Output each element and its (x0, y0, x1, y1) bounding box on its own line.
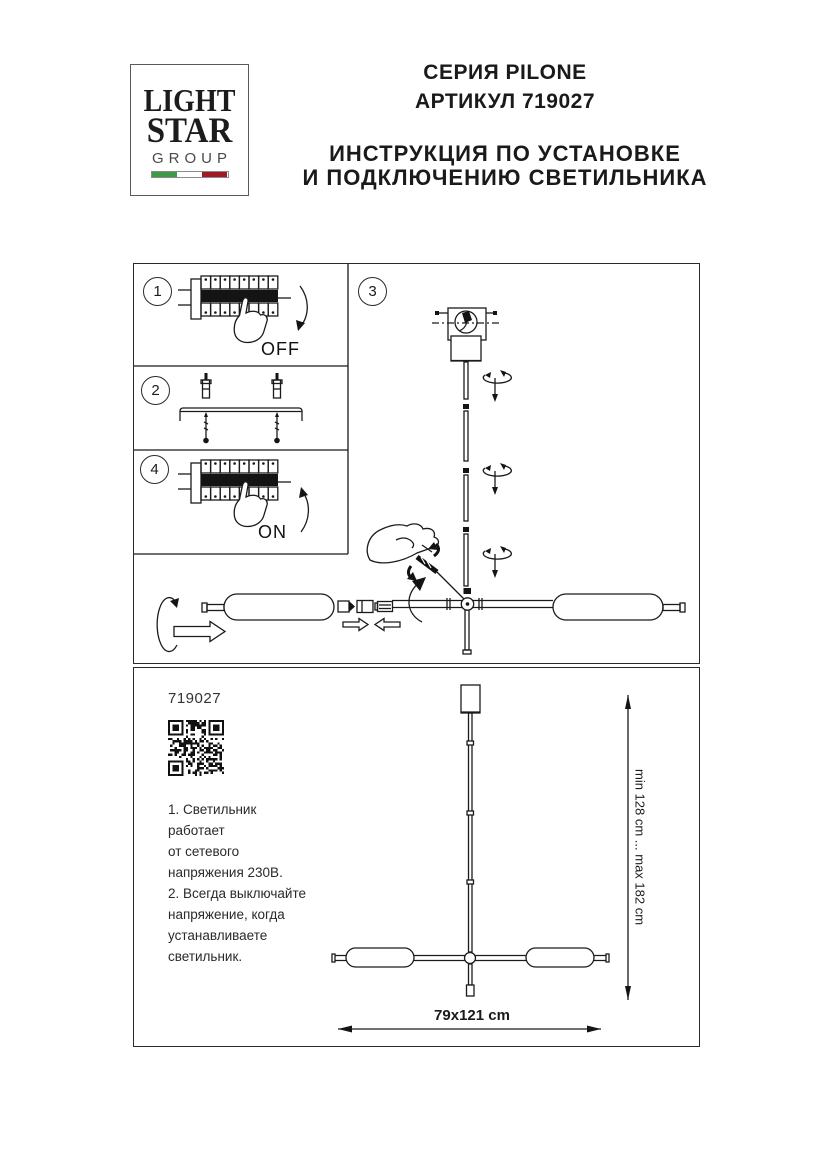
breaker-off-illustration (177, 275, 308, 344)
logo-word-star: STAR (146, 111, 233, 151)
installation-steps-panel: 1 2 4 3 OFF ON (133, 263, 700, 664)
installation-steps-drawing (134, 264, 686, 655)
hand-with-screw-icon (366, 523, 440, 564)
flag-red (202, 172, 228, 177)
insert-left-icon (373, 617, 401, 632)
hub-joint (463, 951, 477, 965)
logo-word-light: LIGHT (143, 84, 236, 119)
step-2-badge: 2 (141, 376, 170, 405)
screw-rotation-icon (482, 462, 512, 496)
instruction-title-line2: И ПОДКЛЮЧЕНИЮ СВЕТИЛЬНИКА (302, 165, 708, 190)
off-label: OFF (261, 339, 300, 359)
header-titles: СЕРИЯ PILONE АРТИКУЛ 719027 ИНСТРУКЦИЯ П… (270, 58, 740, 190)
panel-dividers (134, 264, 349, 555)
article-title: АРТИКУЛ 719027 (414, 90, 596, 113)
flag-green (151, 172, 177, 177)
arm-assembly-illustration (156, 588, 686, 655)
screw-rotation-icon (482, 545, 512, 579)
instruction-title: ИНСТРУКЦИЯ ПО УСТАНОВКЕ И ПОДКЛЮЧЕНИЮ СВ… (270, 142, 740, 190)
pole-assembly-illustration (366, 307, 512, 623)
note-line: 2. Всегда выключайте (168, 886, 306, 901)
width-dimension-arrow (338, 1025, 601, 1033)
step-4-badge: 4 (140, 455, 169, 484)
breaker-on-illustration (177, 459, 310, 533)
note-line: напряжения 230В. (168, 865, 283, 880)
note-line: 1. Светильник (168, 802, 257, 817)
screw-icon (274, 412, 280, 444)
logo-word-group: GROUP (151, 150, 232, 167)
note-line: работает (168, 823, 225, 838)
note-line: от сетевого (168, 844, 240, 859)
specs-panel: 719027 1. Светильник работает от сетевог… (133, 667, 700, 1047)
lightstar-logo: LIGHT STAR GROUP (130, 64, 249, 196)
qr-code (168, 720, 224, 776)
insert-right-icon (173, 620, 227, 643)
wall-anchor-icon (200, 373, 212, 399)
step-1-badge: 1 (143, 277, 172, 306)
rotate-cw-icon (156, 596, 179, 653)
note-line: светильник. (168, 949, 243, 964)
bold-screw-icon (406, 542, 441, 581)
width-dimension-label: 79x121 cm (434, 1007, 510, 1024)
fixture-diagram (331, 684, 631, 1033)
instruction-title-line1: ИНСТРУКЦИЯ ПО УСТАНОВКЕ (329, 141, 681, 166)
series-title: СЕРИЯ PILONE (423, 61, 587, 84)
wall-anchor-icon (271, 373, 283, 399)
screw-icon (203, 412, 209, 444)
screw-rotation-icon (482, 369, 512, 403)
step-3-badge: 3 (358, 277, 387, 306)
insert-right-icon (342, 617, 370, 632)
arrow-down-icon (296, 320, 305, 331)
italy-flag-icon (150, 171, 229, 178)
wires-icon (462, 311, 472, 323)
connector-plug-icon (337, 599, 394, 614)
height-dimension-label: min 128 cm ... max 182 cm (632, 769, 648, 926)
on-label: ON (258, 522, 287, 542)
note-line: напряжение, когда (168, 907, 285, 922)
safety-notes: 1. Светильник работает от сетевого напря… (168, 799, 338, 967)
note-line: устанавливаете (168, 928, 268, 943)
arrow-up-icon (299, 487, 308, 498)
mounting-bracket-illustration (179, 373, 303, 444)
flag-white (176, 172, 203, 177)
article-number: 719027 (168, 690, 222, 707)
height-dimension-arrow (625, 695, 631, 1000)
